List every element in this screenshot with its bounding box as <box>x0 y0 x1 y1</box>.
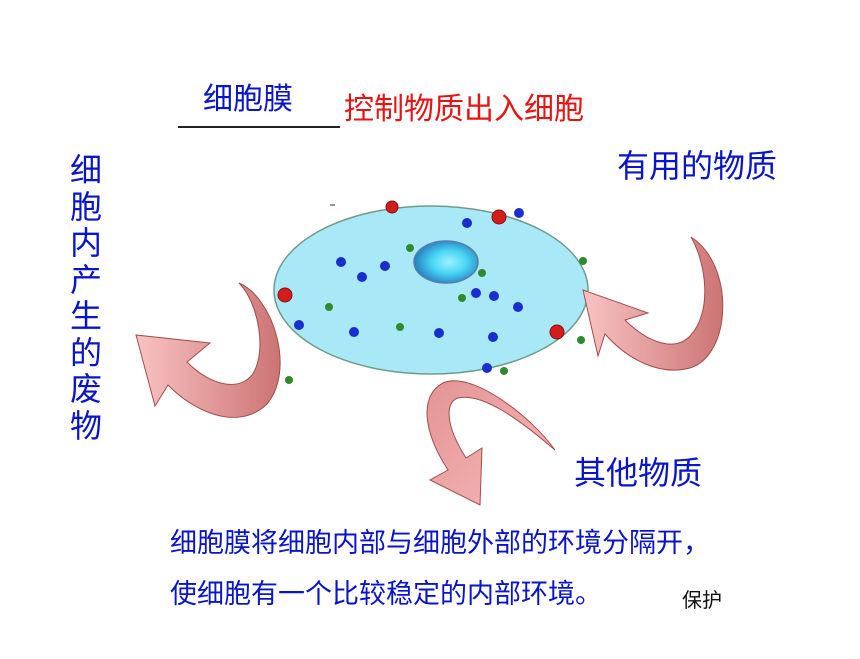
cell-membrane <box>273 205 589 375</box>
function-statement: 控制物质出入细胞 <box>344 92 584 127</box>
arrow-bottom <box>426 380 556 506</box>
arrow-out-left-body <box>135 282 281 418</box>
useful-substances-label: 有用的物质 <box>617 147 778 185</box>
nucleus <box>413 240 479 284</box>
description-line-2: 使细胞有一个比较稳定的内部环境。 <box>170 579 602 610</box>
fill-in-blank-line <box>178 126 340 128</box>
answer-text: 细胞膜 <box>203 82 293 117</box>
protect-note: 保护 <box>682 588 722 612</box>
arrow-in-right <box>582 236 724 371</box>
green-particles <box>285 244 587 384</box>
description-line-1: 细胞膜将细胞内部与细胞外部的环境分隔开， <box>170 528 710 559</box>
red-particles <box>277 200 565 340</box>
other-substances-label: 其他物质 <box>574 454 703 492</box>
waste-label-vertical: 细胞内产生的废物 <box>69 151 102 445</box>
blue-particles <box>294 208 524 373</box>
